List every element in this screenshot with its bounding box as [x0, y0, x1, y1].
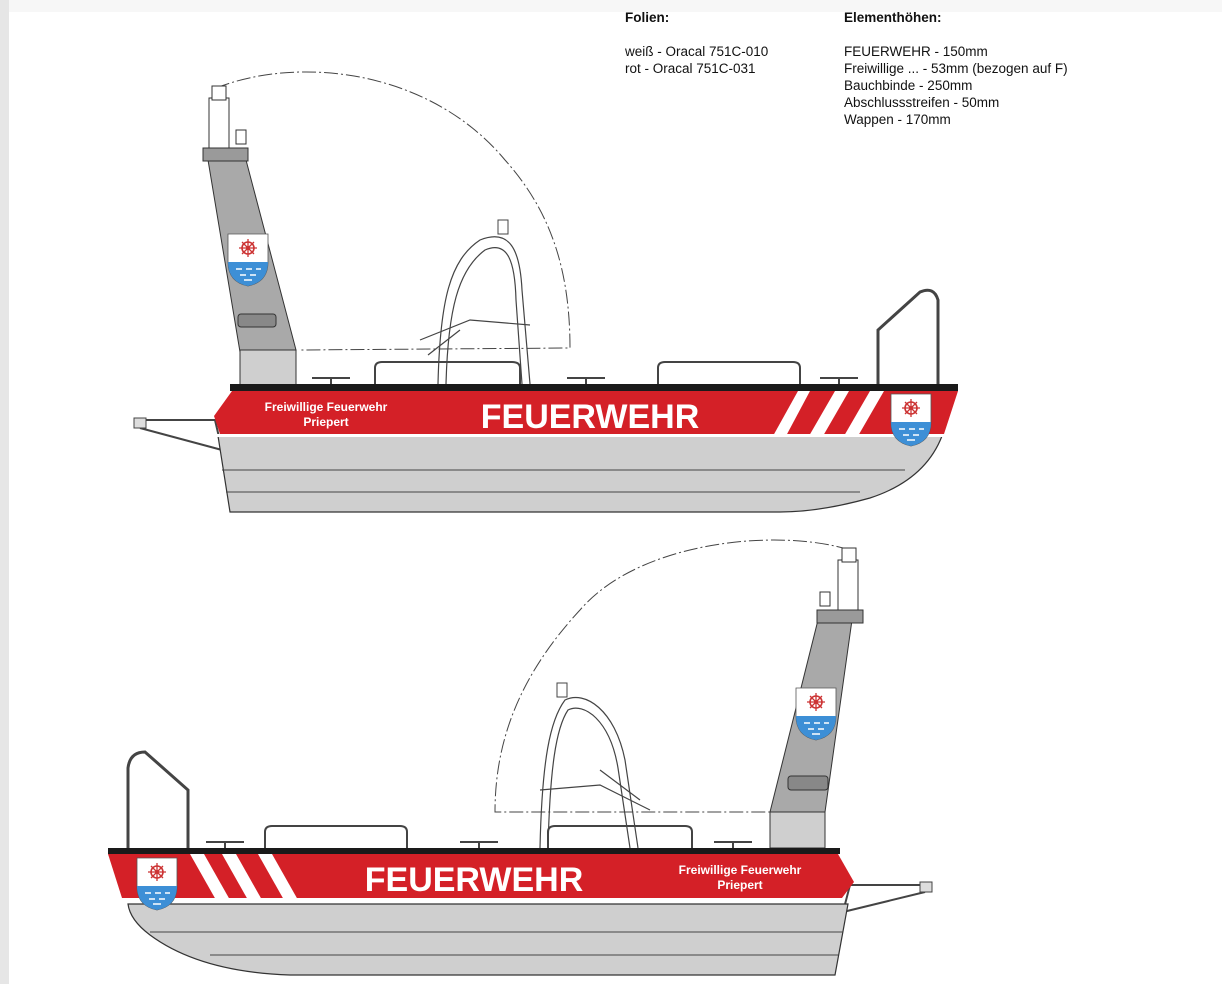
feuerwehr-text-bottom: FEUERWEHR — [365, 861, 584, 899]
height-feuerwehr: FEUERWEHR - 150mm — [844, 44, 988, 59]
element-height-heading: Elementhöhen: — [844, 10, 942, 25]
element-height-spec-block: Elementhöhen: FEUERWEHR - 150mm Freiwill… — [844, 9, 1068, 128]
left-margin-bar — [0, 0, 9, 984]
mast-crest-icon — [227, 233, 269, 287]
hull-bottom — [127, 903, 849, 976]
hull-crest-bottom-icon — [136, 857, 178, 911]
foil-spec-block: Folien: weiß - Oracal 751C-010 rot - Ora… — [625, 9, 768, 77]
foil-spec-heading: Folien: — [625, 10, 670, 25]
freiwillige-text-bottom: Freiwillige Feuerwehr — [679, 863, 802, 877]
top-margin-band — [9, 0, 1222, 12]
height-bauchbinde: Bauchbinde - 250mm — [844, 78, 973, 93]
hull-crest-top-icon — [890, 393, 932, 447]
mast-crest-bottom-icon — [795, 687, 837, 741]
red-band-top — [214, 391, 958, 434]
canopy-arc-bottom — [494, 539, 851, 813]
priepert-text-bottom: Priepert — [717, 878, 762, 892]
hull-top — [217, 435, 943, 513]
feuerwehr-text-top: FEUERWEHR — [481, 398, 700, 436]
priepert-text-top: Priepert — [303, 415, 348, 429]
red-band-bottom — [108, 854, 854, 898]
height-freiwillige: Freiwillige ... - 53mm (bezogen auf F) — [844, 61, 1068, 76]
boat-bottom: FEUERWEHR Freiwillige Feuerwehr Priepert — [108, 539, 933, 976]
height-abschlussstreifen: Abschlussstreifen - 50mm — [844, 95, 1000, 110]
height-wappen: Wappen - 170mm — [844, 112, 951, 127]
foil-spec-red: rot - Oracal 751C-031 — [625, 61, 756, 76]
foil-spec-white: weiß - Oracal 751C-010 — [625, 44, 769, 59]
canopy-arc — [215, 71, 571, 351]
freiwillige-text-top: Freiwillige Feuerwehr — [265, 400, 388, 414]
boat-top: FEUERWEHR Freiwillige Feuerwehr Priepert — [133, 71, 958, 513]
